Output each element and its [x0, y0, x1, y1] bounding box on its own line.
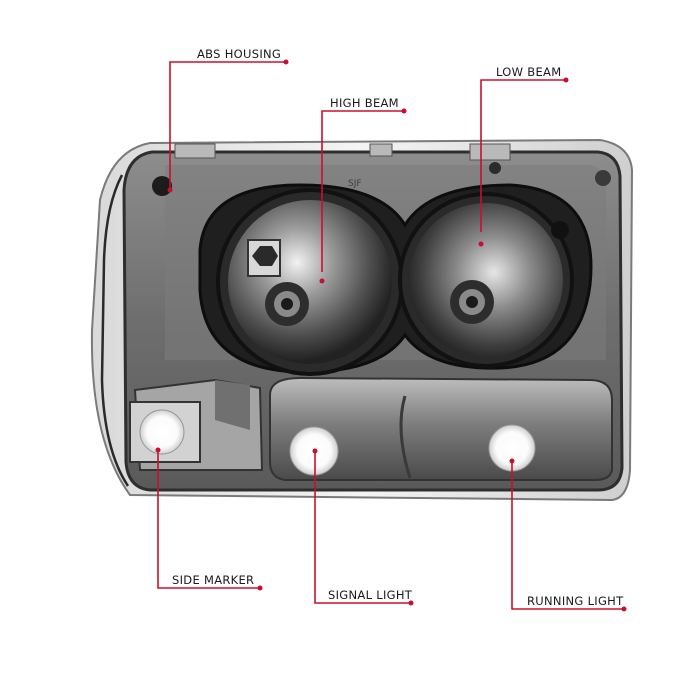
low-beam-bulb — [450, 221, 569, 324]
side-marker-lamp — [139, 409, 185, 455]
reflector-bowl — [198, 183, 593, 376]
svg-text:SJF: SJF — [348, 179, 362, 189]
callout-lines — [157, 61, 624, 610]
low-beam-label: LOW BEAM — [496, 65, 562, 79]
side-marker-label: SIDE MARKER — [172, 573, 255, 587]
running-light-label: RUNNING LIGHT — [527, 594, 624, 608]
lower-lamp-section — [129, 376, 613, 481]
high-beam-bulb — [247, 239, 309, 326]
high-beam-label: HIGH BEAM — [330, 96, 399, 110]
callout-dots — [155, 59, 627, 612]
signal-light-label: SIGNAL LIGHT — [328, 588, 413, 602]
abs-housing-label: ABS HOUSING — [197, 47, 282, 61]
